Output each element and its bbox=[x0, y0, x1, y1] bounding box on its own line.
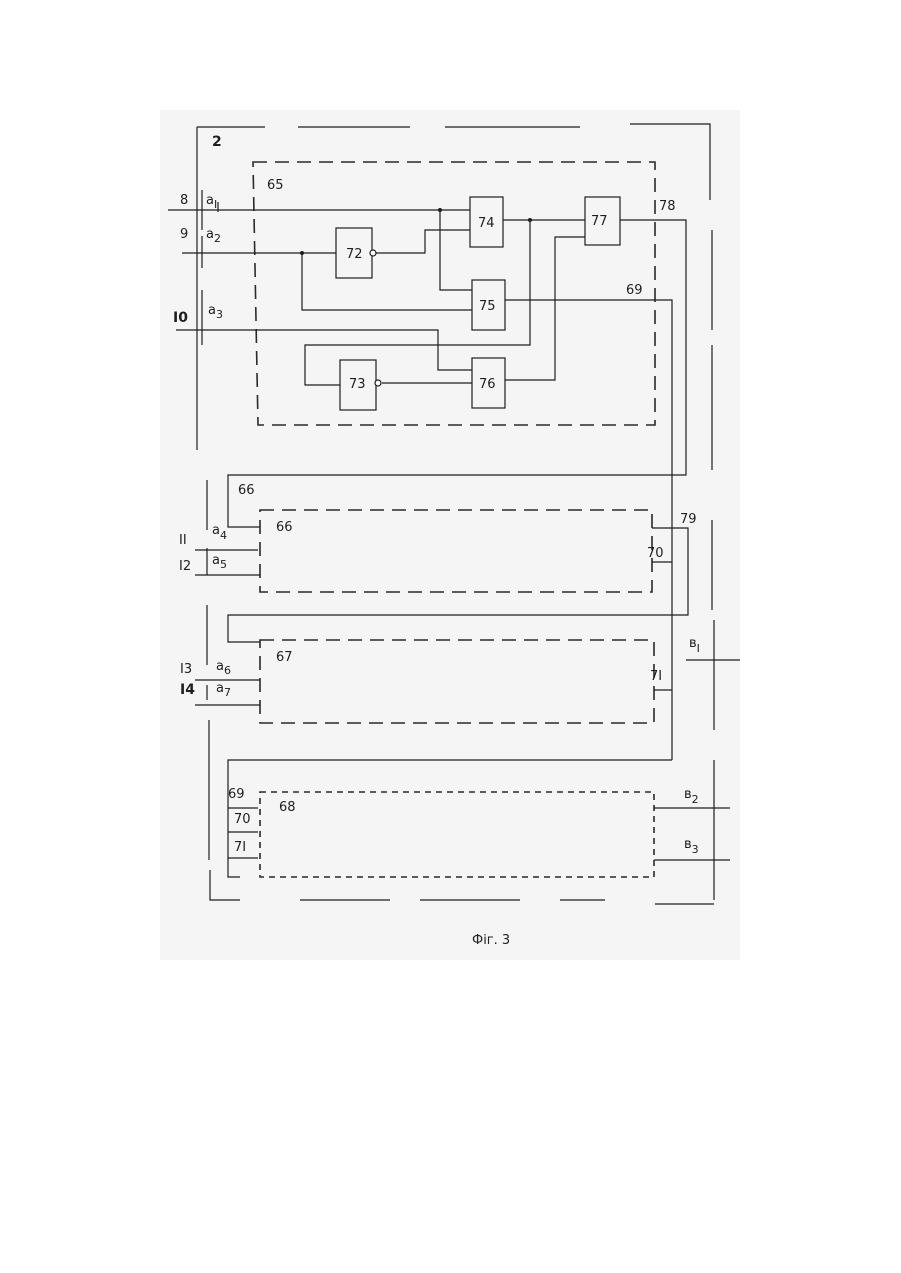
block-76-label: 76 bbox=[479, 377, 496, 392]
input-a1: aI bbox=[206, 193, 217, 211]
line-label-78: 78 bbox=[659, 199, 676, 214]
input-a5: a5 bbox=[212, 553, 227, 571]
block-77-label: 77 bbox=[591, 214, 608, 229]
line-label-69: 69 bbox=[626, 283, 643, 298]
block-72-label: 72 bbox=[346, 247, 363, 262]
input-a7: a7 bbox=[216, 681, 231, 699]
block-68-border bbox=[228, 760, 730, 877]
input-lines-65 bbox=[168, 190, 472, 370]
block-67-label: 67 bbox=[276, 650, 293, 665]
block-73-label: 73 bbox=[349, 377, 366, 392]
output-b3: в3 bbox=[684, 837, 699, 856]
block-74-label: 74 bbox=[478, 216, 495, 231]
input-a4: a4 bbox=[212, 523, 227, 542]
block-66-label: 66 bbox=[276, 520, 293, 535]
line-label-71b: 7I bbox=[234, 840, 246, 855]
line-label-8: 8 bbox=[180, 193, 188, 208]
line-label-10: I0 bbox=[173, 310, 188, 326]
outer-block-2-border bbox=[197, 124, 714, 904]
output-b2: в2 bbox=[684, 787, 699, 806]
block-68-label: 68 bbox=[279, 800, 296, 815]
block-65-label: 65 bbox=[267, 178, 284, 193]
output-b1: вI bbox=[689, 636, 700, 655]
input-a3: a3 bbox=[208, 303, 223, 321]
outer-block-label: 2 bbox=[212, 134, 222, 150]
line-label-13: I3 bbox=[180, 662, 192, 677]
line-label-71: 7I bbox=[650, 669, 662, 684]
line-label-69b: 69 bbox=[228, 787, 245, 802]
line-label-70: 70 bbox=[647, 546, 664, 561]
figure-caption: Фiг. 3 bbox=[472, 933, 510, 948]
block-75-label: 75 bbox=[479, 299, 496, 314]
line-label-9: 9 bbox=[180, 227, 188, 242]
block-66-border bbox=[195, 510, 688, 642]
line-label-79: 79 bbox=[680, 512, 697, 527]
input-a6: a6 bbox=[216, 659, 231, 677]
internal-wiring-65 bbox=[228, 210, 686, 760]
input-a2: a2 bbox=[206, 227, 221, 245]
line-label-14: I4 bbox=[180, 682, 195, 698]
line-label-66: 66 bbox=[238, 483, 255, 498]
line-label-12: I2 bbox=[179, 559, 191, 574]
line-label-70b: 70 bbox=[234, 812, 251, 827]
line-label-11: II bbox=[179, 533, 187, 548]
